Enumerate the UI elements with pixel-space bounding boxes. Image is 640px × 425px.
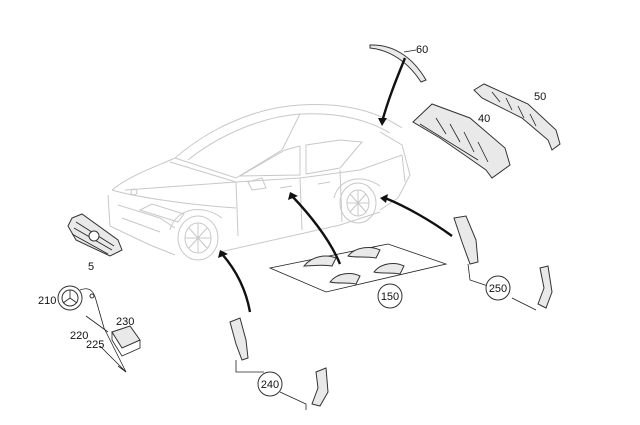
callout-40: 40 [478, 113, 490, 125]
callout-225: 225 [86, 339, 104, 351]
callout-150: 150 [381, 291, 399, 303]
part-250-mud-flaps [453, 215, 553, 311]
leader-arrows [218, 57, 453, 313]
callout-250: 250 [489, 283, 507, 295]
part-150-handle-recesses [268, 243, 448, 293]
callout-240: 240 [261, 379, 279, 391]
part-210-star-emblem [57, 285, 83, 311]
callout-5: 5 [88, 261, 94, 273]
part-240-mud-flaps [229, 317, 329, 410]
part-40-rear-diffuser [412, 103, 511, 179]
callout-210: 210 [38, 295, 56, 307]
part-230-control-module [111, 325, 141, 357]
callout-230: 230 [116, 316, 134, 328]
part-5-front-grille [67, 213, 123, 257]
car-outline [107, 103, 411, 261]
callout-bubble-150 [377, 283, 403, 309]
callout-60: 60 [416, 44, 428, 56]
callout-bubble-250 [485, 275, 511, 301]
part-220-225-cables [79, 288, 127, 373]
callout-220: 220 [70, 330, 88, 342]
callout-bubble-240 [257, 371, 283, 397]
part-50-diffuser-trim [473, 83, 561, 151]
callout-labels: 60 50 40 5 210 220 225 230 150 240 250 [38, 44, 546, 397]
part-60-roof-spoiler [369, 44, 427, 83]
callout-50: 50 [534, 91, 546, 103]
